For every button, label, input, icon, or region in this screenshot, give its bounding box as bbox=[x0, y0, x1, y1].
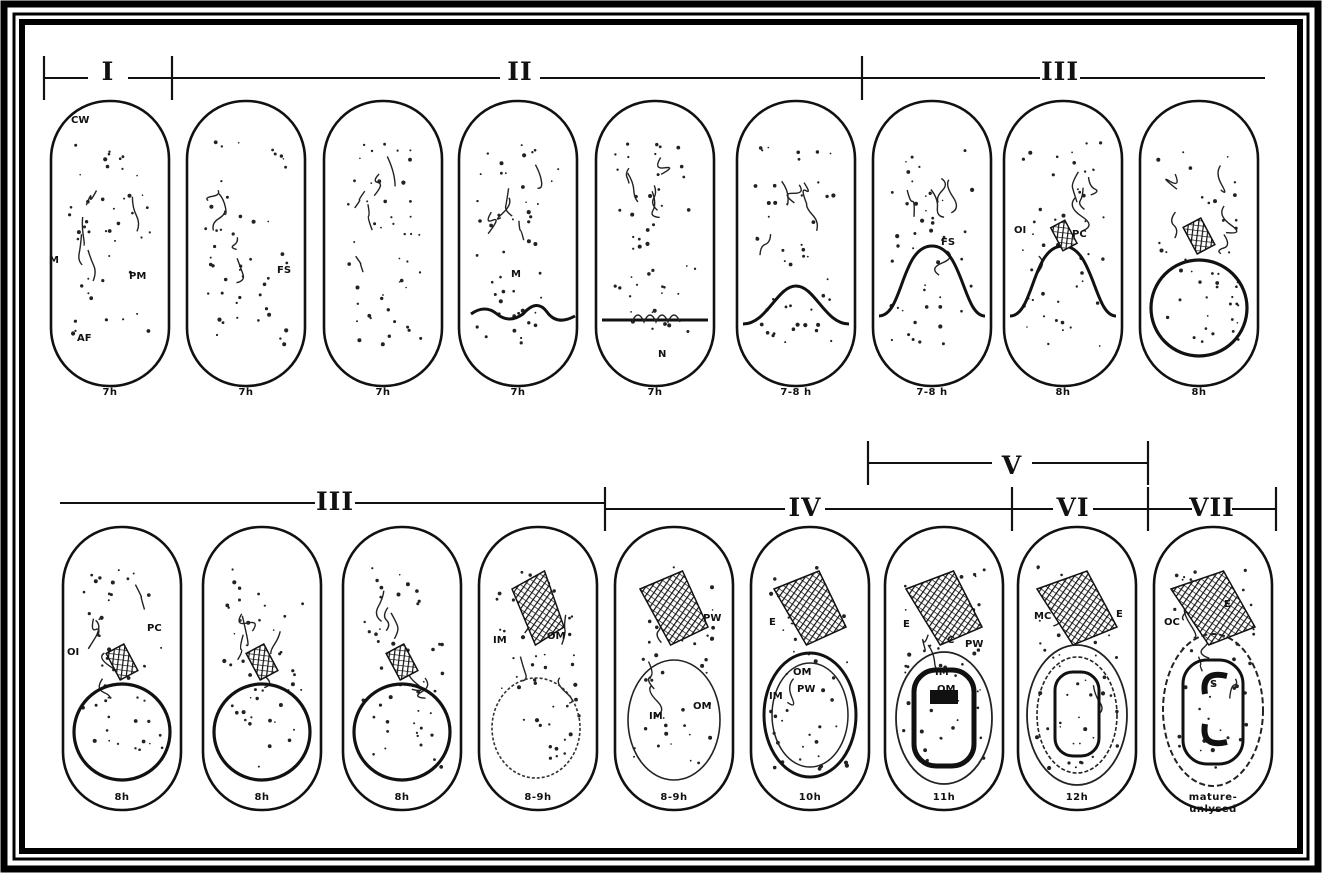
cell-outline bbox=[737, 101, 855, 386]
structure-label: FS bbox=[941, 237, 955, 248]
cell-r0-5: 7-8 h bbox=[737, 101, 855, 398]
cell-r0-6: FS 7-8 h bbox=[873, 101, 991, 398]
structure-label: CW bbox=[71, 115, 89, 126]
cell-r1-4: PW IM OM 8-9h bbox=[615, 527, 733, 810]
stage-label: VI bbox=[1055, 493, 1089, 522]
stage-label: III bbox=[316, 487, 354, 516]
structure-label: PW bbox=[703, 613, 721, 624]
structure-label: IM bbox=[769, 691, 783, 702]
cell-r1-7: MC E 12h bbox=[1018, 527, 1136, 810]
time-label: 7-8 h bbox=[780, 387, 811, 398]
structure-label: C bbox=[947, 635, 954, 646]
time-label: 7h bbox=[238, 387, 253, 398]
structure-label: IM bbox=[935, 667, 949, 678]
cell-r1-6: E C PW IM OM 11h bbox=[885, 527, 1003, 810]
cell-outline bbox=[187, 101, 305, 386]
stage-label: IV bbox=[788, 493, 821, 522]
time-label: 8-9h bbox=[524, 792, 551, 803]
structure-label: E bbox=[903, 619, 910, 630]
structure-label: PC bbox=[147, 623, 162, 634]
time-label: 8h bbox=[1191, 387, 1206, 398]
cell-outline bbox=[479, 527, 597, 810]
structure-label: MC bbox=[1034, 611, 1051, 622]
structure-label: PW bbox=[797, 684, 815, 695]
structure-label: PW bbox=[965, 639, 983, 650]
time-label: 8h bbox=[114, 792, 129, 803]
structure-label: M bbox=[49, 255, 59, 266]
structure-label: FS bbox=[277, 265, 291, 276]
cell-outline bbox=[873, 101, 991, 386]
stage-label: I bbox=[102, 57, 115, 86]
stage-bar-r1-3: VI bbox=[1012, 487, 1148, 531]
cell-r0-2: 7h bbox=[324, 101, 442, 398]
structure-label: AF bbox=[77, 333, 92, 344]
time-label: 7h bbox=[102, 387, 117, 398]
structure-label: IM bbox=[649, 711, 663, 722]
structure-label: N bbox=[658, 349, 666, 360]
stage-bar-r0-0: I bbox=[44, 56, 172, 100]
cell-r0-7: OI PC 8h bbox=[1004, 101, 1122, 398]
stage-bar-r0-2: III bbox=[862, 57, 1265, 86]
time-label: 8-9h bbox=[660, 792, 687, 803]
time-label: mature-unlysed bbox=[1189, 792, 1237, 815]
cell-outline bbox=[596, 101, 714, 386]
structure-label: OC bbox=[1164, 617, 1180, 628]
cell-drawings: CW M PM AF 7h FS 7h 7h M 7h N 7h 7-8 h FS 7-8 h OI PC 8h 8… bbox=[49, 101, 1272, 815]
time-label: 7h bbox=[375, 387, 390, 398]
cell-outline bbox=[615, 527, 733, 810]
structure-label: OM bbox=[693, 701, 712, 712]
time-label: 7h bbox=[647, 387, 662, 398]
cell-r1-2: 8h bbox=[343, 527, 461, 810]
stage-bar-r1-2: V bbox=[868, 441, 1148, 485]
structure-label: S bbox=[1210, 679, 1217, 690]
cell-outline bbox=[51, 101, 169, 386]
time-label: 7h bbox=[510, 387, 525, 398]
cell-r0-3: M 7h bbox=[459, 101, 577, 398]
cell-outline bbox=[459, 101, 577, 386]
structure-label: OM bbox=[547, 631, 566, 642]
cell-r0-8: 8h bbox=[1140, 101, 1258, 398]
time-label: 7-8 h bbox=[916, 387, 947, 398]
time-label: 10h bbox=[799, 792, 822, 803]
stage-label: V bbox=[1001, 451, 1022, 480]
structure-label: PM bbox=[129, 271, 146, 282]
stage-bar-r0-1: II bbox=[172, 56, 862, 100]
structure-label: E bbox=[1224, 599, 1231, 610]
structure-label: PC bbox=[1072, 229, 1087, 240]
cell-outline bbox=[1018, 527, 1136, 810]
time-label: 12h bbox=[1066, 792, 1089, 803]
cell-r1-3: IM OM 8-9h bbox=[479, 527, 597, 810]
structure-label: OI bbox=[67, 647, 79, 658]
time-label: 11h bbox=[933, 792, 956, 803]
cell-r0-4: N 7h bbox=[596, 101, 714, 398]
stage-bar-r1-0: III bbox=[60, 487, 605, 516]
stage-label: VII bbox=[1188, 493, 1235, 522]
structure-label: OI bbox=[1014, 225, 1026, 236]
cell-r0-0: CW M PM AF 7h bbox=[49, 101, 169, 398]
stage-label: III bbox=[1041, 57, 1079, 86]
structure-label: IM bbox=[493, 635, 507, 646]
time-label: 8h bbox=[394, 792, 409, 803]
structure-label: OM bbox=[937, 684, 956, 695]
cell-r1-0: PC OI 8h bbox=[63, 527, 181, 810]
stage-bar-r1-4: VII bbox=[1148, 487, 1276, 531]
time-label: 8h bbox=[1055, 387, 1070, 398]
time-label: 8h bbox=[254, 792, 269, 803]
cell-r1-5: E OM PW IM 10h bbox=[751, 527, 869, 810]
cell-r1-1: 8h bbox=[203, 527, 321, 810]
cell-r0-1: FS 7h bbox=[187, 101, 305, 398]
structure-label: OM bbox=[793, 667, 812, 678]
structure-label: M bbox=[511, 269, 521, 280]
stage-label: II bbox=[507, 57, 532, 86]
structure-label: E bbox=[1116, 609, 1123, 620]
stage-bar-r1-1: IV bbox=[605, 487, 1012, 531]
structure-label: E bbox=[769, 617, 776, 628]
